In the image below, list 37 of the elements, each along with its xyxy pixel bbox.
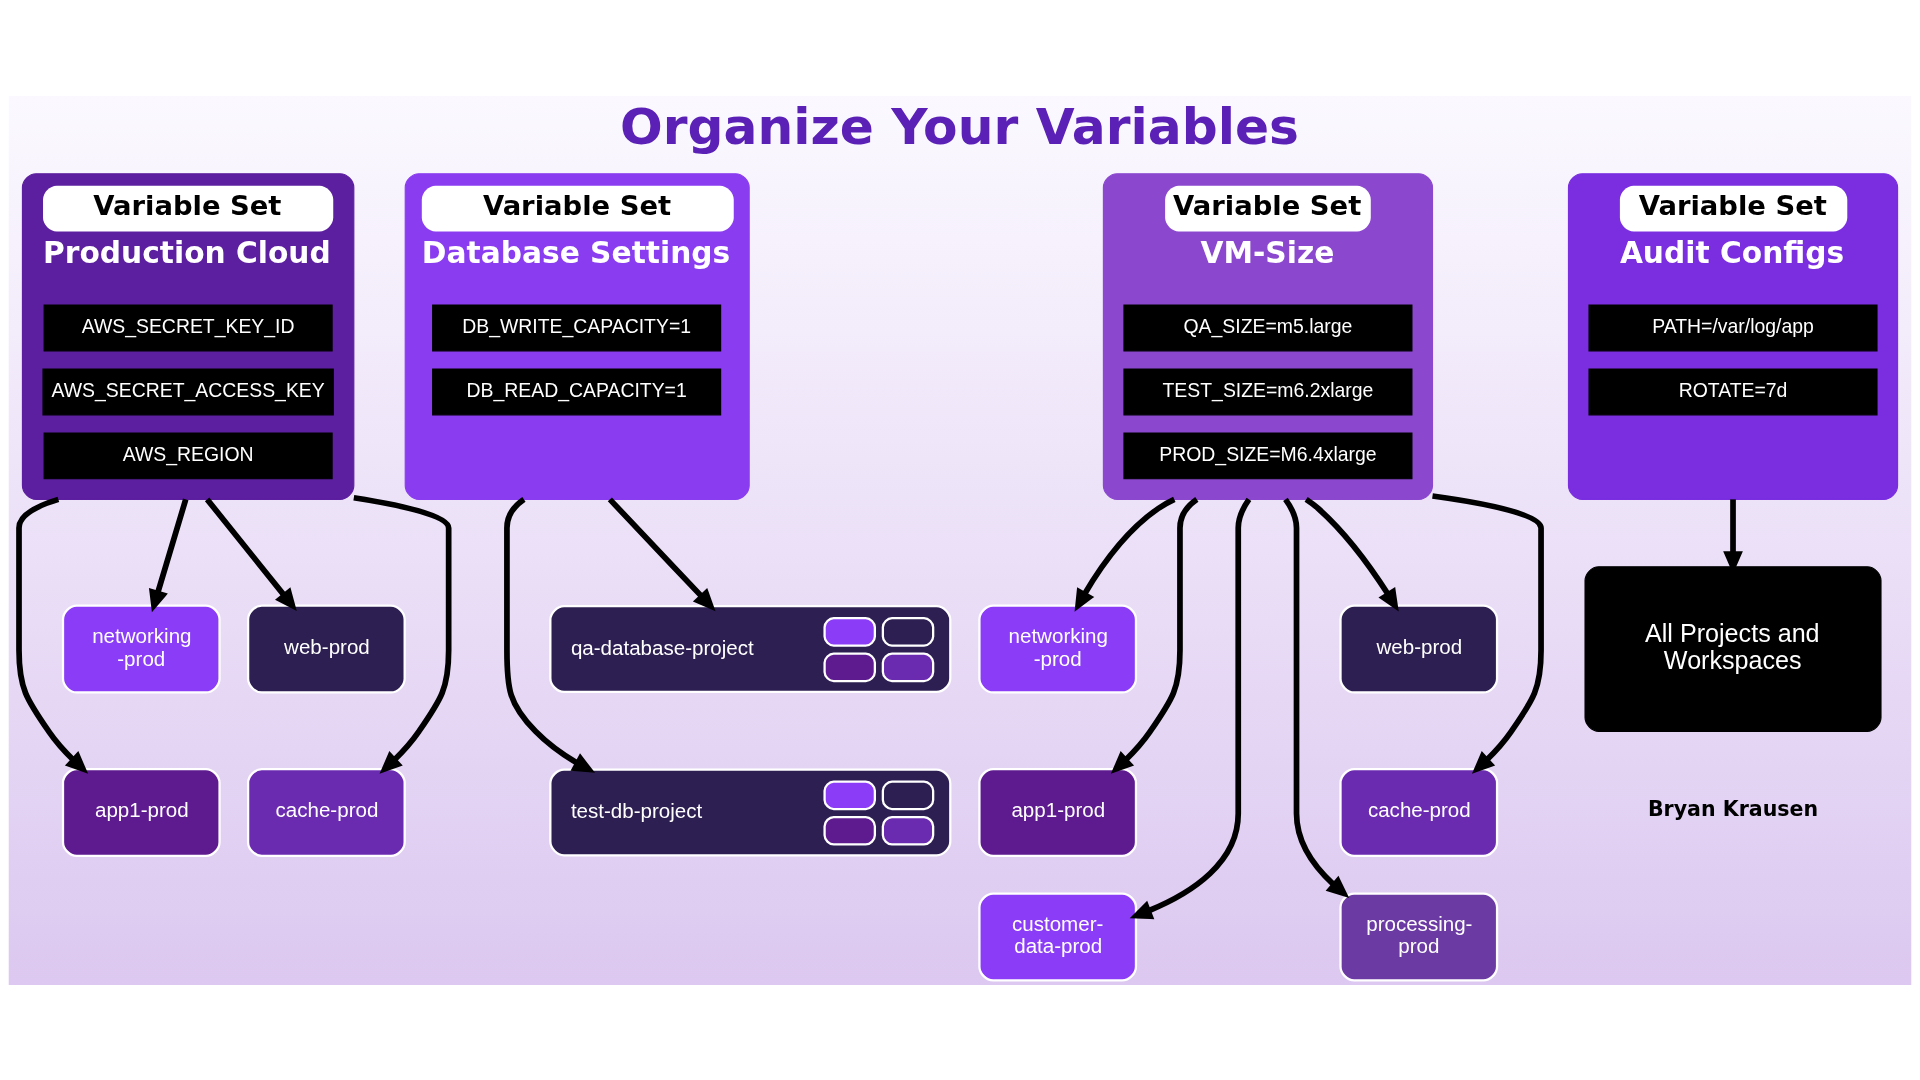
node-box: AWS_SECRET_KEY_ID [43,304,333,351]
arrow [1304,496,1399,611]
node-box: DB_WRITE_CAPACITY=1 [432,304,722,351]
label: Bryan Krausen [1647,796,1819,821]
arrow [1432,492,1544,774]
arrow [204,497,297,611]
node-box: test-db-project [549,767,952,856]
node-box: customer- data-prod [978,891,1138,982]
arrow [353,494,452,774]
arrow [148,498,189,612]
node-box: TEST_SIZE=m6.2xlarge [1123,368,1413,415]
node-box: QA_SIZE=m5.large [1123,304,1413,351]
node-box: web-prod [1339,604,1499,694]
arrow [1283,497,1350,898]
node-box: qa-database-project [549,604,952,693]
node-box: web-prod [246,604,406,694]
node-box: All Projects and Workspaces [1584,565,1882,732]
node-box: app1-prod [978,767,1138,857]
arrow [504,496,596,773]
node-box: PROD_SIZE=M6.4xlarge [1123,432,1413,479]
node-box: networking -prod [978,604,1138,694]
node-box: AWS_SECRET_ACCESS_KEY [42,368,334,415]
node-box: cache-prod [246,767,406,857]
node-box: ROTATE=7d [1588,368,1878,415]
arrow [16,496,89,774]
node-box: processing- prod [1339,891,1499,982]
arrow [1129,497,1252,919]
node-box: cache-prod [1339,767,1499,857]
node-box: AWS_REGION [43,432,333,479]
node-box: DB_READ_CAPACITY=1 [432,368,722,415]
arrow [1074,496,1176,612]
node-box: networking -prod [61,604,221,694]
arrow [1110,496,1199,774]
node-box: PATH=/var/log/app [1588,304,1878,351]
arrow [607,496,716,611]
node-box: app1-prod [61,767,221,857]
diagram-title: Organize Your Variables [620,96,1299,156]
